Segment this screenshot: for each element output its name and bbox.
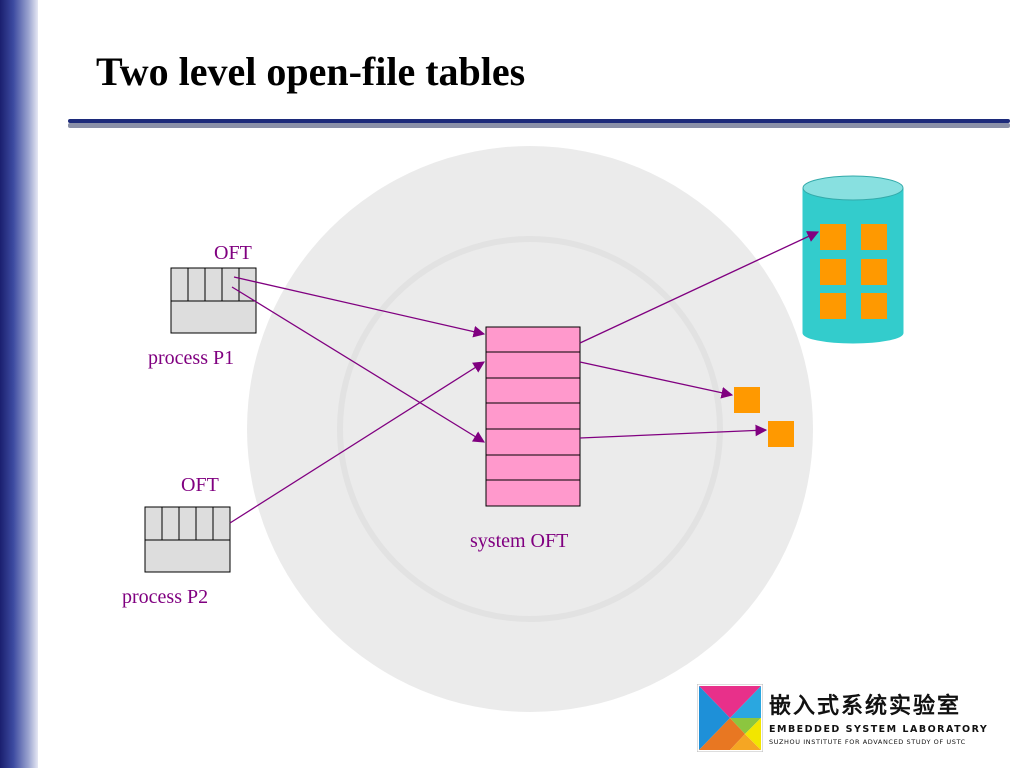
process-p2-label: process P2 — [122, 586, 209, 608]
page-title: Two level open-file tables — [96, 49, 526, 94]
file-block — [768, 421, 794, 447]
tangram-logo-icon — [697, 684, 763, 752]
system-oft-table — [485, 326, 581, 507]
logo-chinese-name: 嵌入式系统实验室 — [769, 694, 962, 719]
disk-storage — [802, 175, 904, 344]
system-oft-label: system OFT — [470, 530, 569, 552]
lab-logo: 嵌入式系统实验室 EMBEDDED SYSTEM LABORATORY SUZH… — [697, 684, 997, 754]
process-p1-oft-table — [170, 267, 257, 334]
logo-institute: SUZHOU INSTITUTE FOR ADVANCED STUDY OF U… — [769, 738, 966, 746]
logo-english-name: EMBEDDED SYSTEM LABORATORY — [769, 724, 989, 735]
process-p1-oft-label: OFT — [214, 242, 252, 264]
file-block — [734, 387, 760, 413]
process-p2-oft-table — [144, 506, 231, 573]
reference-arrows — [229, 231, 820, 524]
process-p2-oft-label: OFT — [181, 474, 219, 496]
side-gradient-bar — [0, 0, 38, 768]
title-divider — [68, 117, 1010, 131]
process-p1-label: process P1 — [148, 347, 235, 369]
